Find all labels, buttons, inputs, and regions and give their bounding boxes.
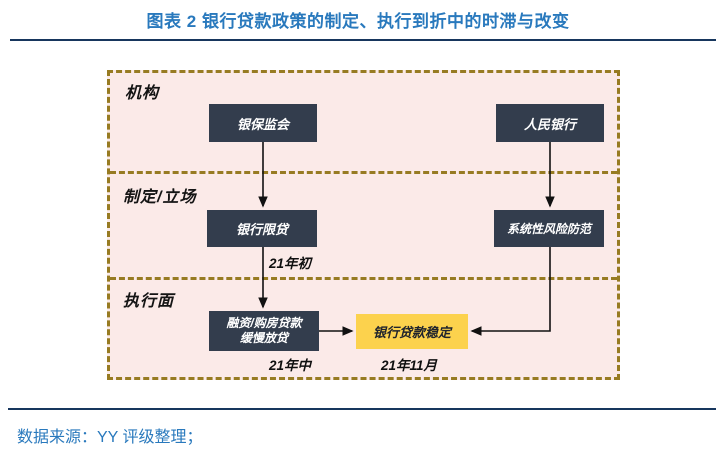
time-label-early-2021: 21年初: [269, 256, 312, 271]
node-loan-restriction: 银行限贷: [207, 210, 317, 247]
bottom-divider-rule: [8, 408, 716, 410]
node-cbirc: 银保监会: [209, 104, 317, 142]
node-pboc: 人民银行: [496, 104, 604, 142]
node-systemic-risk: 系统性风险防范: [494, 210, 604, 247]
figure-title: 图表 2 银行贷款政策的制定、执行到折中的时滞与改变: [146, 12, 570, 31]
row-label-formulation: 制定/立场: [123, 189, 197, 206]
row-separator-2: [110, 277, 617, 280]
row-label-execution: 执行面: [123, 293, 175, 310]
time-label-mid-2021: 21年中: [269, 358, 312, 373]
row-separator-1: [110, 171, 617, 174]
flowchart-panel: 机构 制定/立场 执行面 银保监会 人民银行 银行限贷 系统性风险防范 融资/购…: [107, 70, 620, 380]
node-slow-lending: 融资/购房贷款 缓慢放贷: [209, 311, 319, 351]
node-slow-lending-line1: 融资/购房贷款: [226, 316, 302, 330]
node-slow-lending-line2: 缓慢放贷: [239, 331, 288, 345]
row-label-institutions: 机构: [125, 85, 160, 102]
data-source-note: 数据来源：YY 评级整理；: [17, 429, 203, 446]
node-loan-stable: 银行贷款稳定: [356, 314, 468, 349]
arrow-risk-to-stable: [470, 247, 551, 336]
top-divider-rule: [10, 39, 716, 41]
time-label-nov-2021: 21年11月: [381, 358, 438, 373]
